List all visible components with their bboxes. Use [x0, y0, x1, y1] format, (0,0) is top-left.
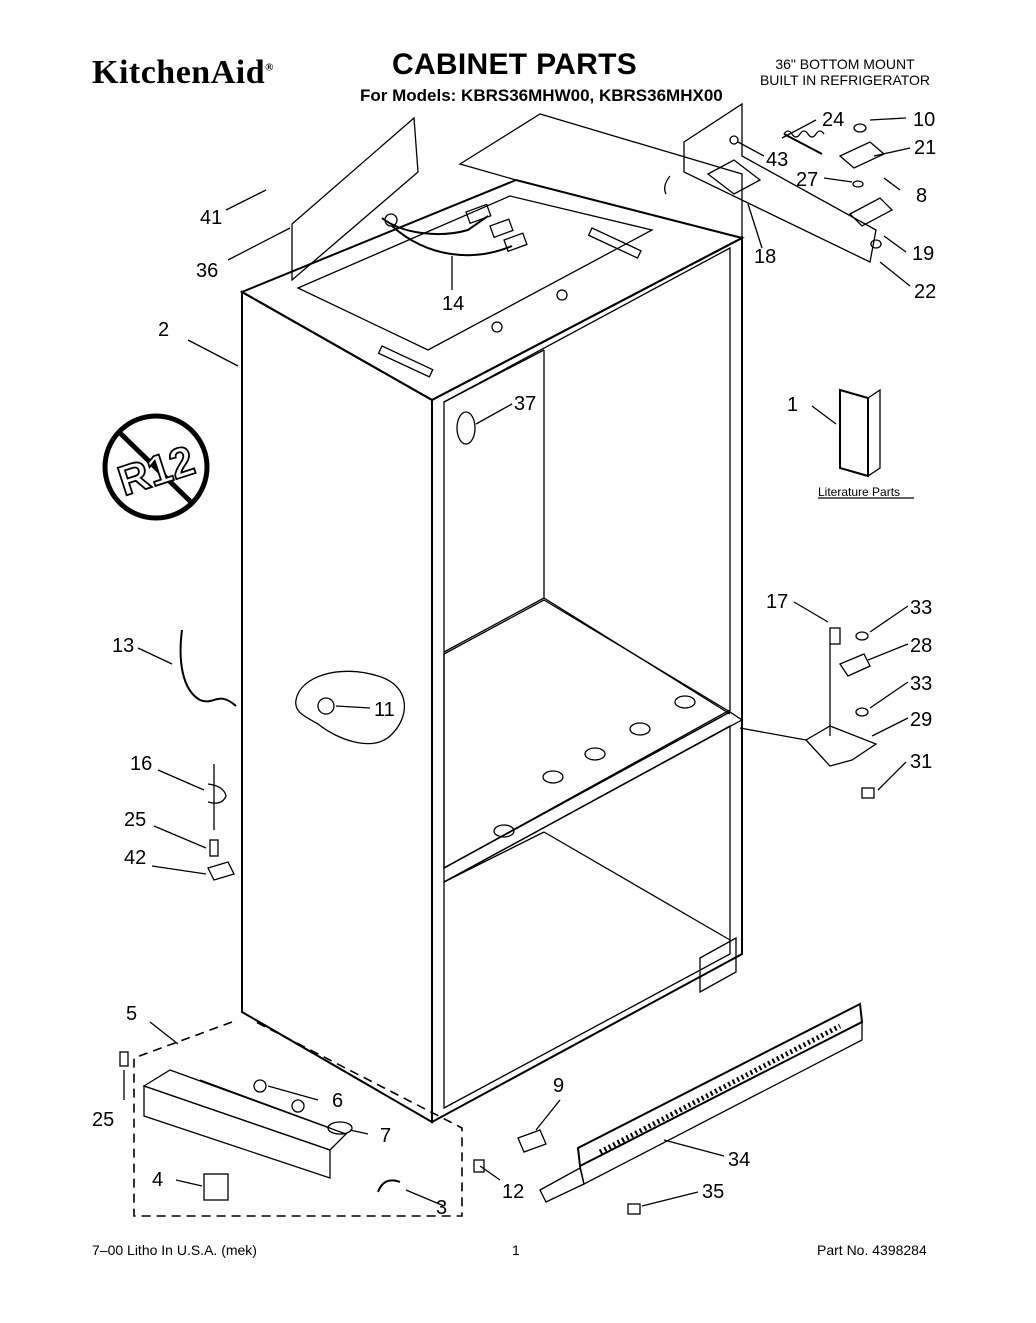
- callout-6: 6: [332, 1090, 343, 1112]
- callout-29: 29: [910, 709, 932, 731]
- callout-14: 14: [442, 293, 464, 315]
- callout-4: 4: [152, 1169, 163, 1191]
- wiring-harness: [381, 203, 528, 257]
- callout-7: 7: [380, 1125, 391, 1147]
- part-number: Part No. 4398284: [817, 1242, 927, 1258]
- cabinet-body: [239, 113, 745, 1124]
- leader-lines: [123, 117, 911, 1207]
- callout-18: 18: [754, 246, 776, 268]
- toe-grille: [539, 1002, 864, 1203]
- callout-3: 3: [436, 1197, 447, 1219]
- callout-22: 22: [914, 281, 936, 303]
- callout-9: 9: [553, 1075, 564, 1097]
- callout-11: 11: [374, 699, 395, 721]
- roller-bracket-group: [119, 1021, 641, 1217]
- plug-button: [317, 697, 335, 715]
- callout-19: 19: [912, 243, 934, 265]
- callout-28: 28: [910, 635, 932, 657]
- callout-8: 8: [916, 185, 927, 207]
- callout-5: 5: [126, 1003, 137, 1025]
- page-number: 1: [512, 1242, 520, 1258]
- callout-13: 13: [112, 635, 134, 657]
- callout-42: 42: [124, 847, 146, 869]
- product-description-line2: BUILT IN REFRIGERATOR: [759, 72, 931, 88]
- callout-36: 36: [196, 260, 218, 282]
- print-info: 7–00 Litho In U.S.A. (mek): [92, 1242, 257, 1258]
- r12-symbol-text: R12: [112, 436, 200, 505]
- product-description: 36" BOTTOM MOUNT BUILT IN REFRIGERATOR: [752, 56, 938, 88]
- callout-33-upper: 33: [910, 597, 932, 619]
- callout-16: 16: [130, 753, 152, 775]
- callout-33-lower: 33: [910, 673, 932, 695]
- callout-25-bottom: 25: [92, 1109, 114, 1131]
- callout-35: 35: [702, 1181, 724, 1203]
- callout-17: 17: [766, 591, 788, 613]
- callout-10: 10: [913, 109, 935, 131]
- callout-1: 1: [787, 394, 798, 416]
- callout-27: 27: [796, 169, 818, 191]
- callout-numbers: 1 2 3 4 5 6 7 8 9 10 11 12 13 14 16 17 1…: [92, 109, 936, 1219]
- callout-41: 41: [200, 207, 222, 229]
- no-r12-symbol: R12: [102, 413, 210, 521]
- upper-hinge-assembly: [664, 102, 894, 263]
- model-list: For Models: KBRS36MHW00, KBRS36MHX00: [360, 86, 723, 105]
- callout-43: 43: [766, 149, 788, 171]
- literature-booklet: Literature Parts: [818, 388, 914, 499]
- callout-21: 21: [914, 137, 936, 159]
- lower-hinge-assembly: [739, 627, 878, 799]
- callout-12: 12: [502, 1181, 524, 1203]
- callout-31: 31: [910, 751, 932, 773]
- callout-37: 37: [514, 393, 536, 415]
- page-title: CABINET PARTS: [392, 48, 638, 81]
- light-shield: [456, 411, 476, 445]
- product-description-line1: 36" BOTTOM MOUNT: [775, 56, 915, 72]
- callout-2: 2: [158, 319, 169, 341]
- callout-24: 24: [822, 109, 844, 131]
- literature-parts-label: Literature Parts: [818, 485, 900, 499]
- callout-25-left: 25: [124, 809, 146, 831]
- left-small-parts: [207, 764, 235, 881]
- drain-tube: [179, 629, 237, 707]
- kitchenaid-logo: KitchenAid®: [92, 54, 274, 91]
- cutaway-outline: [295, 670, 405, 745]
- callout-34: 34: [728, 1149, 750, 1171]
